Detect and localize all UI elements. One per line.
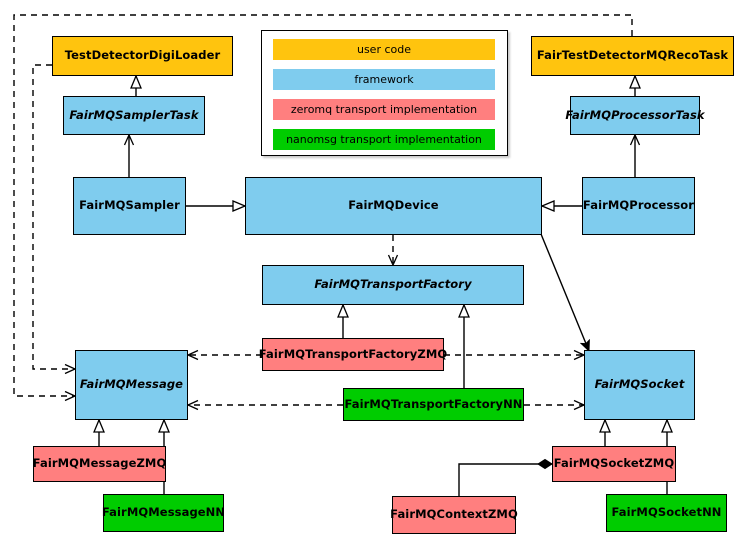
legend-item-user-code: user code — [273, 39, 495, 60]
legend-panel: user code framework zeromq transport imp… — [261, 30, 508, 156]
class-node-label: FairMQContextZMQ — [390, 507, 518, 522]
class-node-fairmqsocket[interactable]: FairMQSocket — [584, 350, 695, 420]
class-node-label: FairMQProcessor — [582, 198, 695, 213]
class-node-fairmqsamplertask[interactable]: FairMQSamplerTask — [63, 96, 205, 135]
legend-label-user-code: user code — [356, 43, 412, 56]
class-node-label: FairMQTransportFactory — [314, 277, 472, 292]
class-node-fairmqmessage[interactable]: FairMQMessage — [75, 350, 188, 420]
class-node-label: FairTestDetectorMQRecoTask — [536, 48, 729, 63]
class-node-label: FairMQSamplerTask — [69, 107, 199, 122]
class-node-fairmqdevice[interactable]: FairMQDevice — [245, 177, 542, 235]
class-node-label: FairMQTransportFactoryZMQ — [258, 346, 448, 361]
legend-item-nanomsg: nanomsg transport implementation — [273, 129, 495, 150]
class-node-fairmqtransportfactory[interactable]: FairMQTransportFactory — [262, 265, 524, 305]
edge-device-to-socket — [540, 233, 590, 353]
class-node-testdetectordigiloader[interactable]: TestDetectorDigiLoader — [52, 36, 233, 76]
edge-contextzmq-to-socketzmq — [458, 458, 553, 496]
legend-item-zeromq: zeromq transport implementation — [273, 99, 495, 120]
class-node-fairmqcontextzmq[interactable]: FairMQContextZMQ — [390, 496, 518, 534]
class-node-fairmqmessagenn[interactable]: FairMQMessageNN — [101, 494, 226, 532]
class-node-fairmqtransportfactoryzmq[interactable]: FairMQTransportFactoryZMQ — [259, 338, 447, 371]
class-node-label: FairMQMessageZMQ — [32, 456, 167, 471]
class-node-label: FairMQProcessorTask — [565, 107, 705, 122]
class-node-fairmqprocessor[interactable]: FairMQProcessor — [582, 177, 695, 235]
class-node-label: FairMQSampler — [79, 198, 180, 213]
class-node-fairmqsampler[interactable]: FairMQSampler — [73, 177, 186, 235]
class-node-fairmqsocketzmq[interactable]: FairMQSocketZMQ — [552, 446, 676, 482]
class-node-label: FairMQSocket — [594, 377, 685, 392]
legend-label-zeromq: zeromq transport implementation — [290, 103, 478, 116]
class-node-label: FairMQSocketZMQ — [553, 456, 675, 471]
class-node-fairmqtransportfactorynn[interactable]: FairMQTransportFactoryNN — [343, 388, 524, 421]
class-node-label: FairMQTransportFactoryNN — [344, 396, 523, 411]
class-node-fairmqprocessortask[interactable]: FairMQProcessorTask — [565, 96, 705, 135]
class-node-label: FairMQMessageNN — [101, 505, 226, 520]
legend-item-framework: framework — [273, 69, 495, 90]
legend-label-nanomsg: nanomsg transport implementation — [286, 133, 482, 146]
class-node-label: TestDetectorDigiLoader — [64, 48, 221, 63]
edge-recotask-to-message — [13, 14, 633, 402]
class-node-fairmqmessagezmq[interactable]: FairMQMessageZMQ — [33, 446, 166, 482]
class-node-label: FairMQSocketNN — [611, 505, 722, 520]
edge-digiloader-to-message — [32, 64, 77, 375]
class-node-fairtestdetectormqrecotask[interactable]: FairTestDetectorMQRecoTask — [531, 36, 734, 76]
class-node-fairmqsocketnn[interactable]: FairMQSocketNN — [606, 494, 727, 532]
class-node-label: FairMQMessage — [79, 377, 184, 392]
legend-label-framework: framework — [354, 73, 414, 86]
class-node-label: FairMQDevice — [348, 198, 439, 213]
